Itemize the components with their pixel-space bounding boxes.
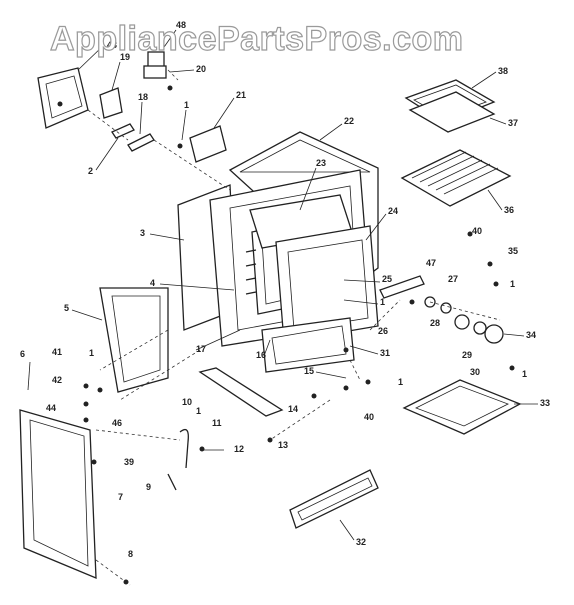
- callout-13: 13: [278, 440, 288, 450]
- frame-16: [261, 317, 355, 373]
- callout-18: 18: [138, 92, 148, 102]
- callout-31: 31: [380, 348, 390, 358]
- hinge-10: [179, 428, 189, 469]
- callout-1d: 1: [398, 377, 403, 387]
- callout-25: 25: [382, 274, 392, 284]
- callout-9: 9: [146, 482, 151, 492]
- callout-20: 20: [196, 64, 206, 74]
- callout-1f: 1: [510, 279, 515, 289]
- callout-7: 7: [118, 492, 123, 502]
- callout-14: 14: [288, 404, 298, 414]
- callout-1b: 1: [380, 297, 385, 307]
- callout-1c: 1: [89, 348, 94, 358]
- callout-1a: 1: [184, 100, 189, 110]
- callout-38: 38: [498, 66, 508, 76]
- callout-11: 11: [212, 418, 222, 428]
- callout-28: 28: [430, 318, 440, 328]
- callout-39: 39: [124, 457, 134, 467]
- callout-47: 46: [112, 418, 122, 428]
- callout-4: 4: [150, 278, 155, 288]
- callout-42: 41: [52, 347, 62, 357]
- callout-35: 35: [508, 246, 518, 256]
- callout-26: 26: [378, 326, 388, 336]
- ring-30: [473, 321, 487, 335]
- leader-lines: [87, 69, 501, 586]
- callout-15: 15: [304, 366, 314, 376]
- burner-tube-46: [379, 275, 425, 299]
- door-7: [19, 409, 97, 579]
- bracket-2: [111, 123, 135, 139]
- callout-34: 34: [526, 330, 536, 340]
- pin-9: [167, 473, 177, 491]
- callout-41: 43: [107, 40, 117, 50]
- bracket-18: [127, 133, 155, 152]
- callout-44: 44: [46, 403, 56, 413]
- bracket-19: [99, 87, 123, 119]
- ring-34: [484, 324, 504, 344]
- callout-33: 33: [540, 398, 550, 408]
- callout-17: 17: [196, 344, 206, 354]
- callout-43: 42: [52, 375, 62, 385]
- callout-10: 10: [182, 397, 192, 407]
- broil-pan-37-38: [404, 79, 496, 133]
- callout-36: 36: [504, 205, 514, 215]
- igniter-48: [143, 51, 167, 79]
- part-21: [189, 125, 227, 163]
- kick-panel-32: [289, 469, 379, 529]
- oven-rack-36: [400, 149, 512, 207]
- side-panel-41: [37, 67, 89, 129]
- part-27: [440, 302, 452, 314]
- callout-3: 3: [140, 228, 145, 238]
- callout-8: 8: [128, 549, 133, 559]
- callout-37: 37: [508, 118, 518, 128]
- callout-27: 27: [448, 274, 458, 284]
- callout-19: 19: [120, 52, 130, 62]
- callout-22: 22: [344, 116, 354, 126]
- callout-16: 16: [256, 350, 266, 360]
- screws: [57, 85, 515, 585]
- callout-21: 21: [236, 90, 246, 100]
- callout-12: 12: [234, 444, 244, 454]
- callout-23: 23: [316, 158, 326, 168]
- callout-labels: 43 19 48 20 18 1 21 2 22 23 24 3 4 25 1 …: [20, 20, 550, 559]
- callout-40b: 40: [472, 226, 482, 236]
- callout-48: 48: [176, 20, 186, 30]
- ring-29: [454, 314, 470, 330]
- callout-32: 32: [356, 537, 366, 547]
- callout-2: 2: [88, 166, 93, 176]
- callout-30: 30: [470, 367, 480, 377]
- callout-1e: 1: [522, 369, 527, 379]
- callout-6: 6: [20, 349, 25, 359]
- tray-5: [99, 287, 169, 393]
- callout-46: 47: [426, 258, 436, 268]
- watermark: AppliancePartsPros.com: [49, 19, 464, 58]
- callout-5: 5: [64, 303, 69, 313]
- door-frame-24: [275, 225, 379, 343]
- callout-leaders: [27, 29, 538, 541]
- bar-11: [198, 367, 284, 417]
- callout-1g: 1: [196, 406, 201, 416]
- callout-40: 40: [364, 412, 374, 422]
- bottom-tray-33: [402, 379, 522, 435]
- callout-29: 29: [462, 350, 472, 360]
- callout-24: 24: [388, 206, 398, 216]
